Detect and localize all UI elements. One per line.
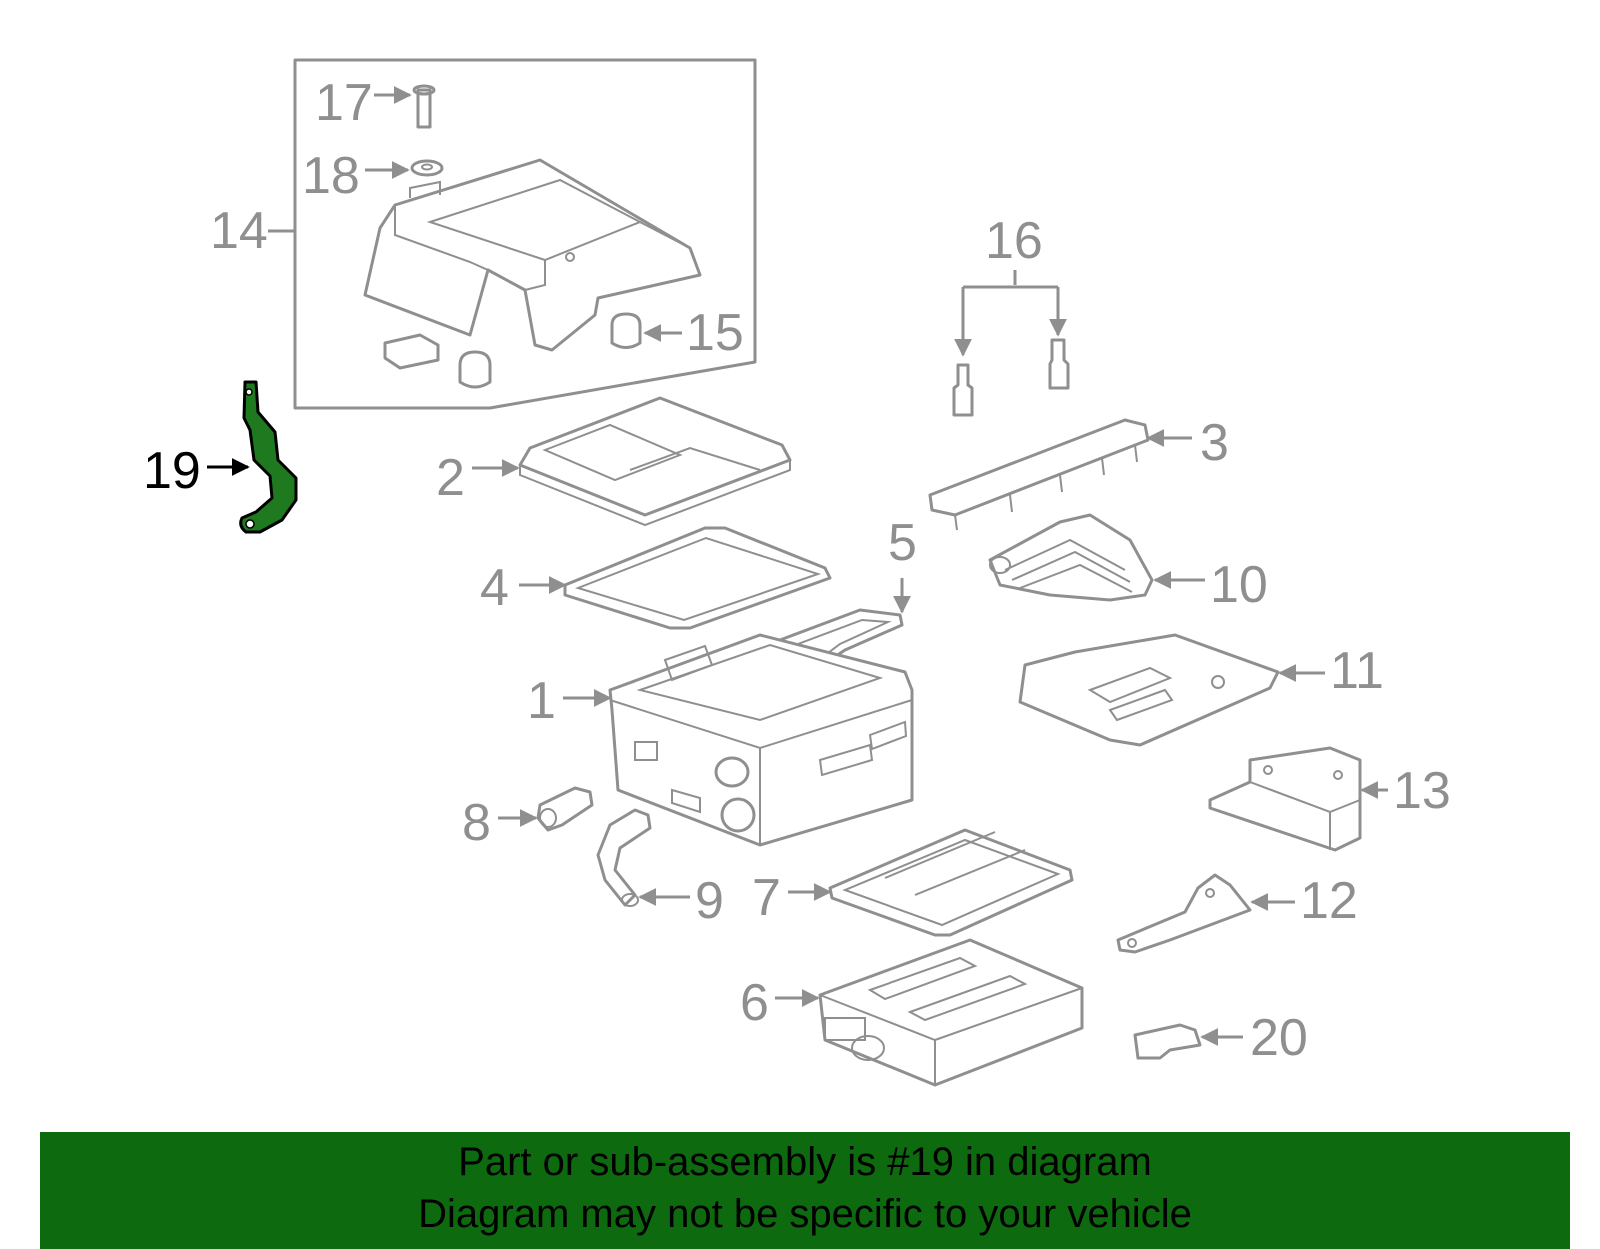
banner-line-part-number: Part or sub-assembly is #19 in diagram bbox=[458, 1140, 1152, 1184]
part-20-clip bbox=[1133, 1023, 1202, 1060]
part-2-lid bbox=[518, 396, 792, 527]
part-10-harness bbox=[988, 513, 1154, 602]
callout-16: 16 bbox=[985, 212, 1043, 270]
banner-line-disclaimer: Diagram may not be specific to your vehi… bbox=[418, 1192, 1192, 1236]
callout-6: 6 bbox=[740, 974, 769, 1032]
part-6-module bbox=[818, 938, 1084, 1087]
part-1-inverter-housing bbox=[608, 633, 914, 847]
callout-18: 18 bbox=[302, 147, 360, 205]
part-11-tray bbox=[1018, 633, 1280, 747]
part-7-pad bbox=[828, 828, 1074, 937]
part-13-bracket bbox=[1208, 746, 1362, 852]
callout-14: 14 bbox=[210, 202, 268, 260]
callout-8: 8 bbox=[462, 794, 491, 852]
part-4-gasket bbox=[563, 526, 832, 630]
callout-13: 13 bbox=[1393, 762, 1451, 820]
part-3-busbar-plate bbox=[928, 418, 1150, 531]
part-19-bracket-highlighted bbox=[239, 380, 298, 534]
callout-20: 20 bbox=[1250, 1009, 1308, 1067]
info-banner: Part or sub-assembly is #19 in diagram D… bbox=[40, 1132, 1570, 1249]
callout-17: 17 bbox=[315, 74, 373, 132]
callout-12: 12 bbox=[1300, 872, 1358, 930]
callout-10: 10 bbox=[1210, 556, 1268, 614]
part-16-studs bbox=[952, 338, 1070, 417]
callout-7: 7 bbox=[752, 869, 781, 927]
part-14-cover-assembly bbox=[293, 58, 757, 410]
callout-2: 2 bbox=[436, 449, 465, 507]
callout-5: 5 bbox=[888, 514, 917, 572]
callout-19: 19 bbox=[143, 442, 201, 500]
part-8-fitting bbox=[536, 786, 594, 832]
callout-9: 9 bbox=[695, 872, 724, 930]
part-9-hose bbox=[596, 808, 652, 907]
callout-1: 1 bbox=[527, 672, 556, 730]
callout-11: 11 bbox=[1330, 642, 1384, 700]
callout-4: 4 bbox=[480, 559, 509, 617]
callout-3: 3 bbox=[1200, 414, 1229, 472]
callout-15: 15 bbox=[686, 304, 744, 362]
callout-16-bracket bbox=[963, 270, 1058, 289]
part-12-strap bbox=[1116, 873, 1252, 954]
